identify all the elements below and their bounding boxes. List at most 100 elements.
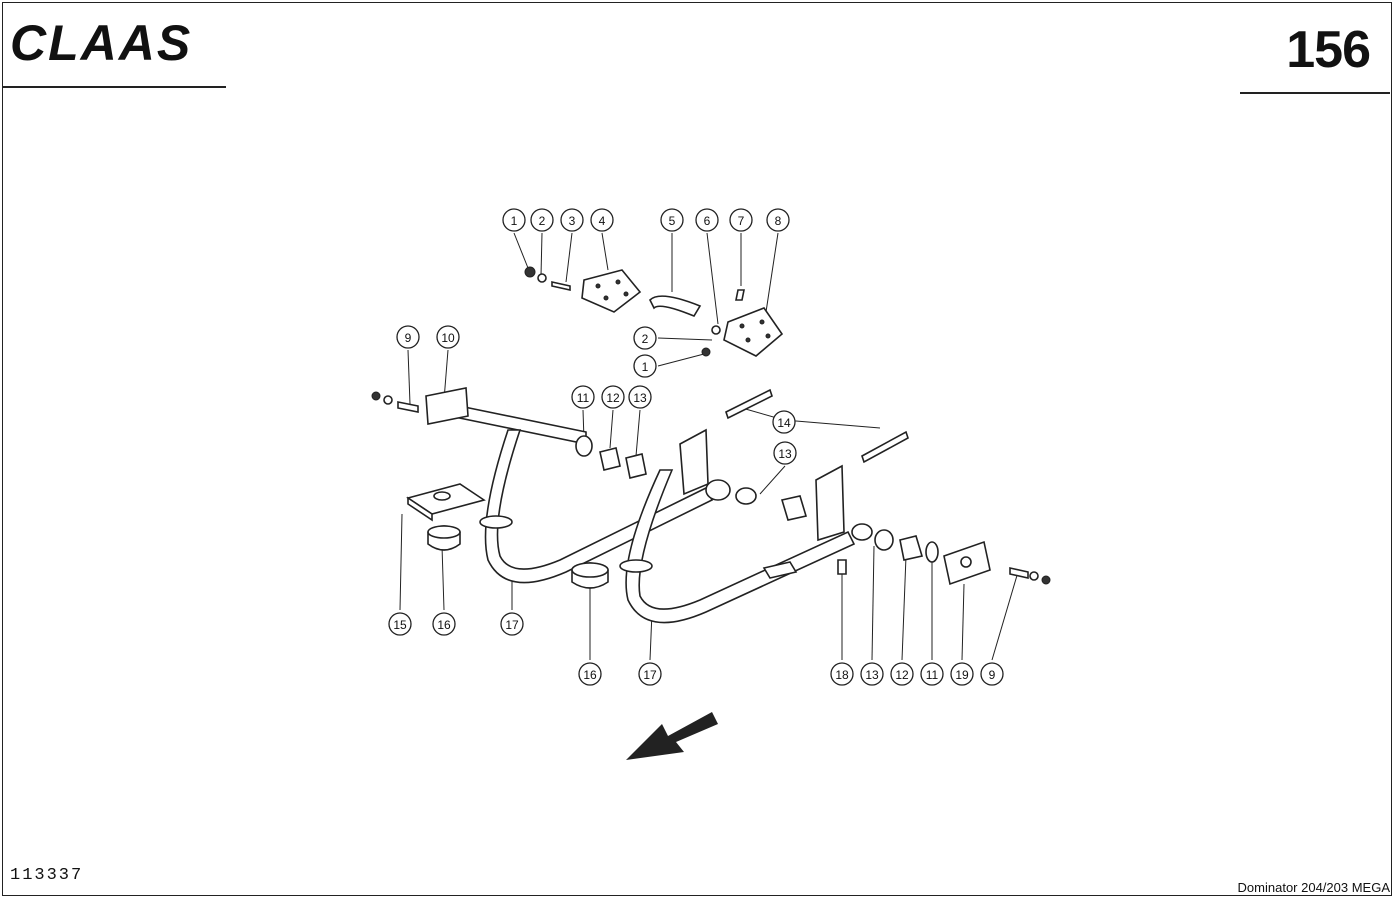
callout-9: 9: [980, 662, 1004, 686]
callout-number: 17: [643, 668, 657, 682]
callout-18: 18: [830, 662, 854, 686]
callout-number: 12: [606, 391, 620, 405]
drawing-code: 113337: [10, 866, 84, 885]
callout-circle: [590, 208, 614, 232]
callout-17: 17: [500, 612, 524, 636]
direction-arrow: [626, 712, 718, 760]
callout-circle: [772, 410, 796, 434]
callout-number: 1: [511, 214, 518, 228]
callout-circle: [436, 325, 460, 349]
callout-number: 11: [577, 391, 590, 405]
callout-number: 7: [738, 214, 745, 228]
callout-circle: [729, 208, 753, 232]
bushings-right: [874, 529, 939, 563]
callout-10: 10: [436, 325, 460, 349]
callout-number: 1: [642, 360, 649, 374]
main-shaft-tube: [371, 387, 587, 445]
callout-number: 16: [583, 668, 597, 682]
bracket-pin: [649, 295, 702, 318]
callout-number: 10: [441, 331, 455, 345]
callout-number: 11: [926, 668, 939, 682]
callout-14: 14: [772, 410, 796, 434]
bolt-small: [551, 281, 571, 291]
callout-circle: [980, 662, 1004, 686]
callout-number: 13: [865, 668, 879, 682]
callout-11: 11: [571, 385, 595, 409]
callout-1: 1: [502, 208, 526, 232]
callout-number: 16: [437, 618, 451, 632]
brand-wordmark: CLAAS: [10, 18, 192, 66]
callout-number: 13: [778, 447, 792, 461]
callout-number: 8: [775, 214, 782, 228]
callout-9: 9: [396, 325, 420, 349]
callout-number: 6: [704, 214, 711, 228]
callout-number: 19: [955, 668, 969, 682]
callout-13: 13: [628, 385, 652, 409]
leader-lines: [399, 232, 1019, 661]
callout-circle: [396, 325, 420, 349]
callout-circle: [601, 385, 625, 409]
callout-circle: [388, 612, 412, 636]
callout-circle: [773, 441, 797, 465]
callout-number: 14: [777, 416, 791, 430]
callout-circle: [830, 662, 854, 686]
callout-13: 13: [860, 662, 884, 686]
screw-top: [735, 289, 745, 301]
callout-circle: [432, 612, 456, 636]
bushings-left: [575, 435, 647, 479]
nut-small: [524, 266, 536, 278]
callout-circle: [860, 662, 884, 686]
grease-nipple: [837, 559, 847, 575]
callout-2: 2: [530, 208, 554, 232]
callout-circle: [530, 208, 554, 232]
callout-number: 18: [835, 668, 849, 682]
callout-6: 6: [695, 208, 719, 232]
side-plate-right: [943, 540, 1051, 586]
callout-12: 12: [890, 662, 914, 686]
callout-circle: [633, 354, 657, 378]
callout-17: 17: [638, 662, 662, 686]
upright-bracket-left: [679, 428, 731, 501]
model-designation: Dominator 204/203 MEGA: [1237, 880, 1390, 895]
callout-7: 7: [729, 208, 753, 232]
mounting-plate-upper-left: [581, 269, 642, 313]
callout-circle: [628, 385, 652, 409]
callout-13: 13: [773, 441, 797, 465]
bushings-center: [735, 487, 808, 521]
callout-circle: [695, 208, 719, 232]
callout-4: 4: [590, 208, 614, 232]
callout-number: 15: [393, 618, 407, 632]
callout-number: 3: [569, 214, 576, 228]
rubber-buffer-left: [427, 525, 461, 551]
nut-right: [701, 347, 711, 357]
rubber-block-plate: [406, 483, 486, 522]
callout-circle: [560, 208, 584, 232]
callout-circle: [571, 385, 595, 409]
callout-8: 8: [766, 208, 790, 232]
callout-16: 16: [578, 662, 602, 686]
mounting-plate-upper-right: [723, 307, 784, 357]
brand-rule: [2, 86, 226, 88]
callout-19: 19: [950, 662, 974, 686]
callout-12: 12: [601, 385, 625, 409]
callout-number: 9: [405, 331, 412, 345]
callout-1: 1: [633, 354, 657, 378]
rubber-buffer-center: [571, 562, 609, 589]
callout-number: 17: [505, 618, 519, 632]
callout-circle: [502, 208, 526, 232]
callout-circle: [578, 662, 602, 686]
callout-circle: [950, 662, 974, 686]
callout-11: 11: [920, 662, 944, 686]
callout-16: 16: [432, 612, 456, 636]
callout-number: 4: [599, 214, 606, 228]
callout-number: 9: [989, 668, 996, 682]
washer-small: [537, 273, 547, 283]
callout-number: 5: [669, 214, 676, 228]
callout-3: 3: [560, 208, 584, 232]
callout-circle: [500, 612, 524, 636]
frame-tube-right: [619, 469, 856, 624]
claas-logo: CLAAS: [10, 18, 192, 66]
